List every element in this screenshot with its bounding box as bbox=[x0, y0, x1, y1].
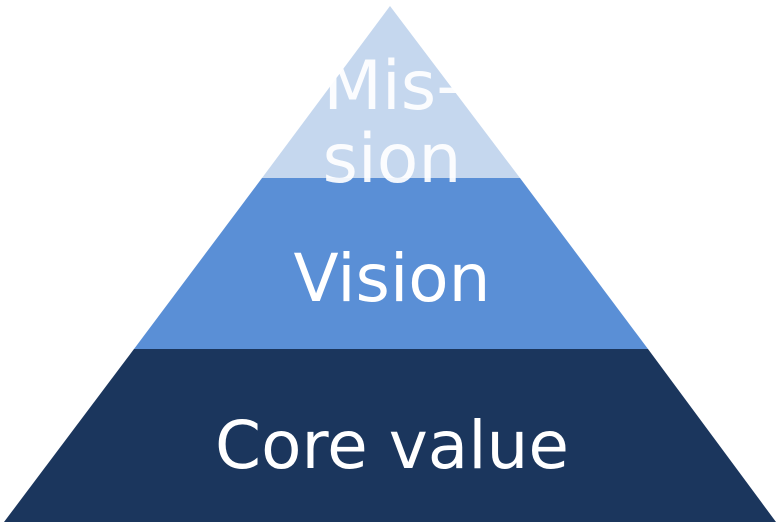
pyramid-tier-mission bbox=[262, 6, 520, 178]
mission-label-line2: sion bbox=[322, 120, 461, 199]
pyramid-tier-core-value bbox=[4, 349, 776, 522]
core-value-label: Core value bbox=[215, 407, 569, 484]
pyramid-tier-vision bbox=[134, 178, 648, 349]
mission-label-line1: Mis- bbox=[323, 47, 461, 126]
vision-label: Vision bbox=[294, 240, 491, 317]
